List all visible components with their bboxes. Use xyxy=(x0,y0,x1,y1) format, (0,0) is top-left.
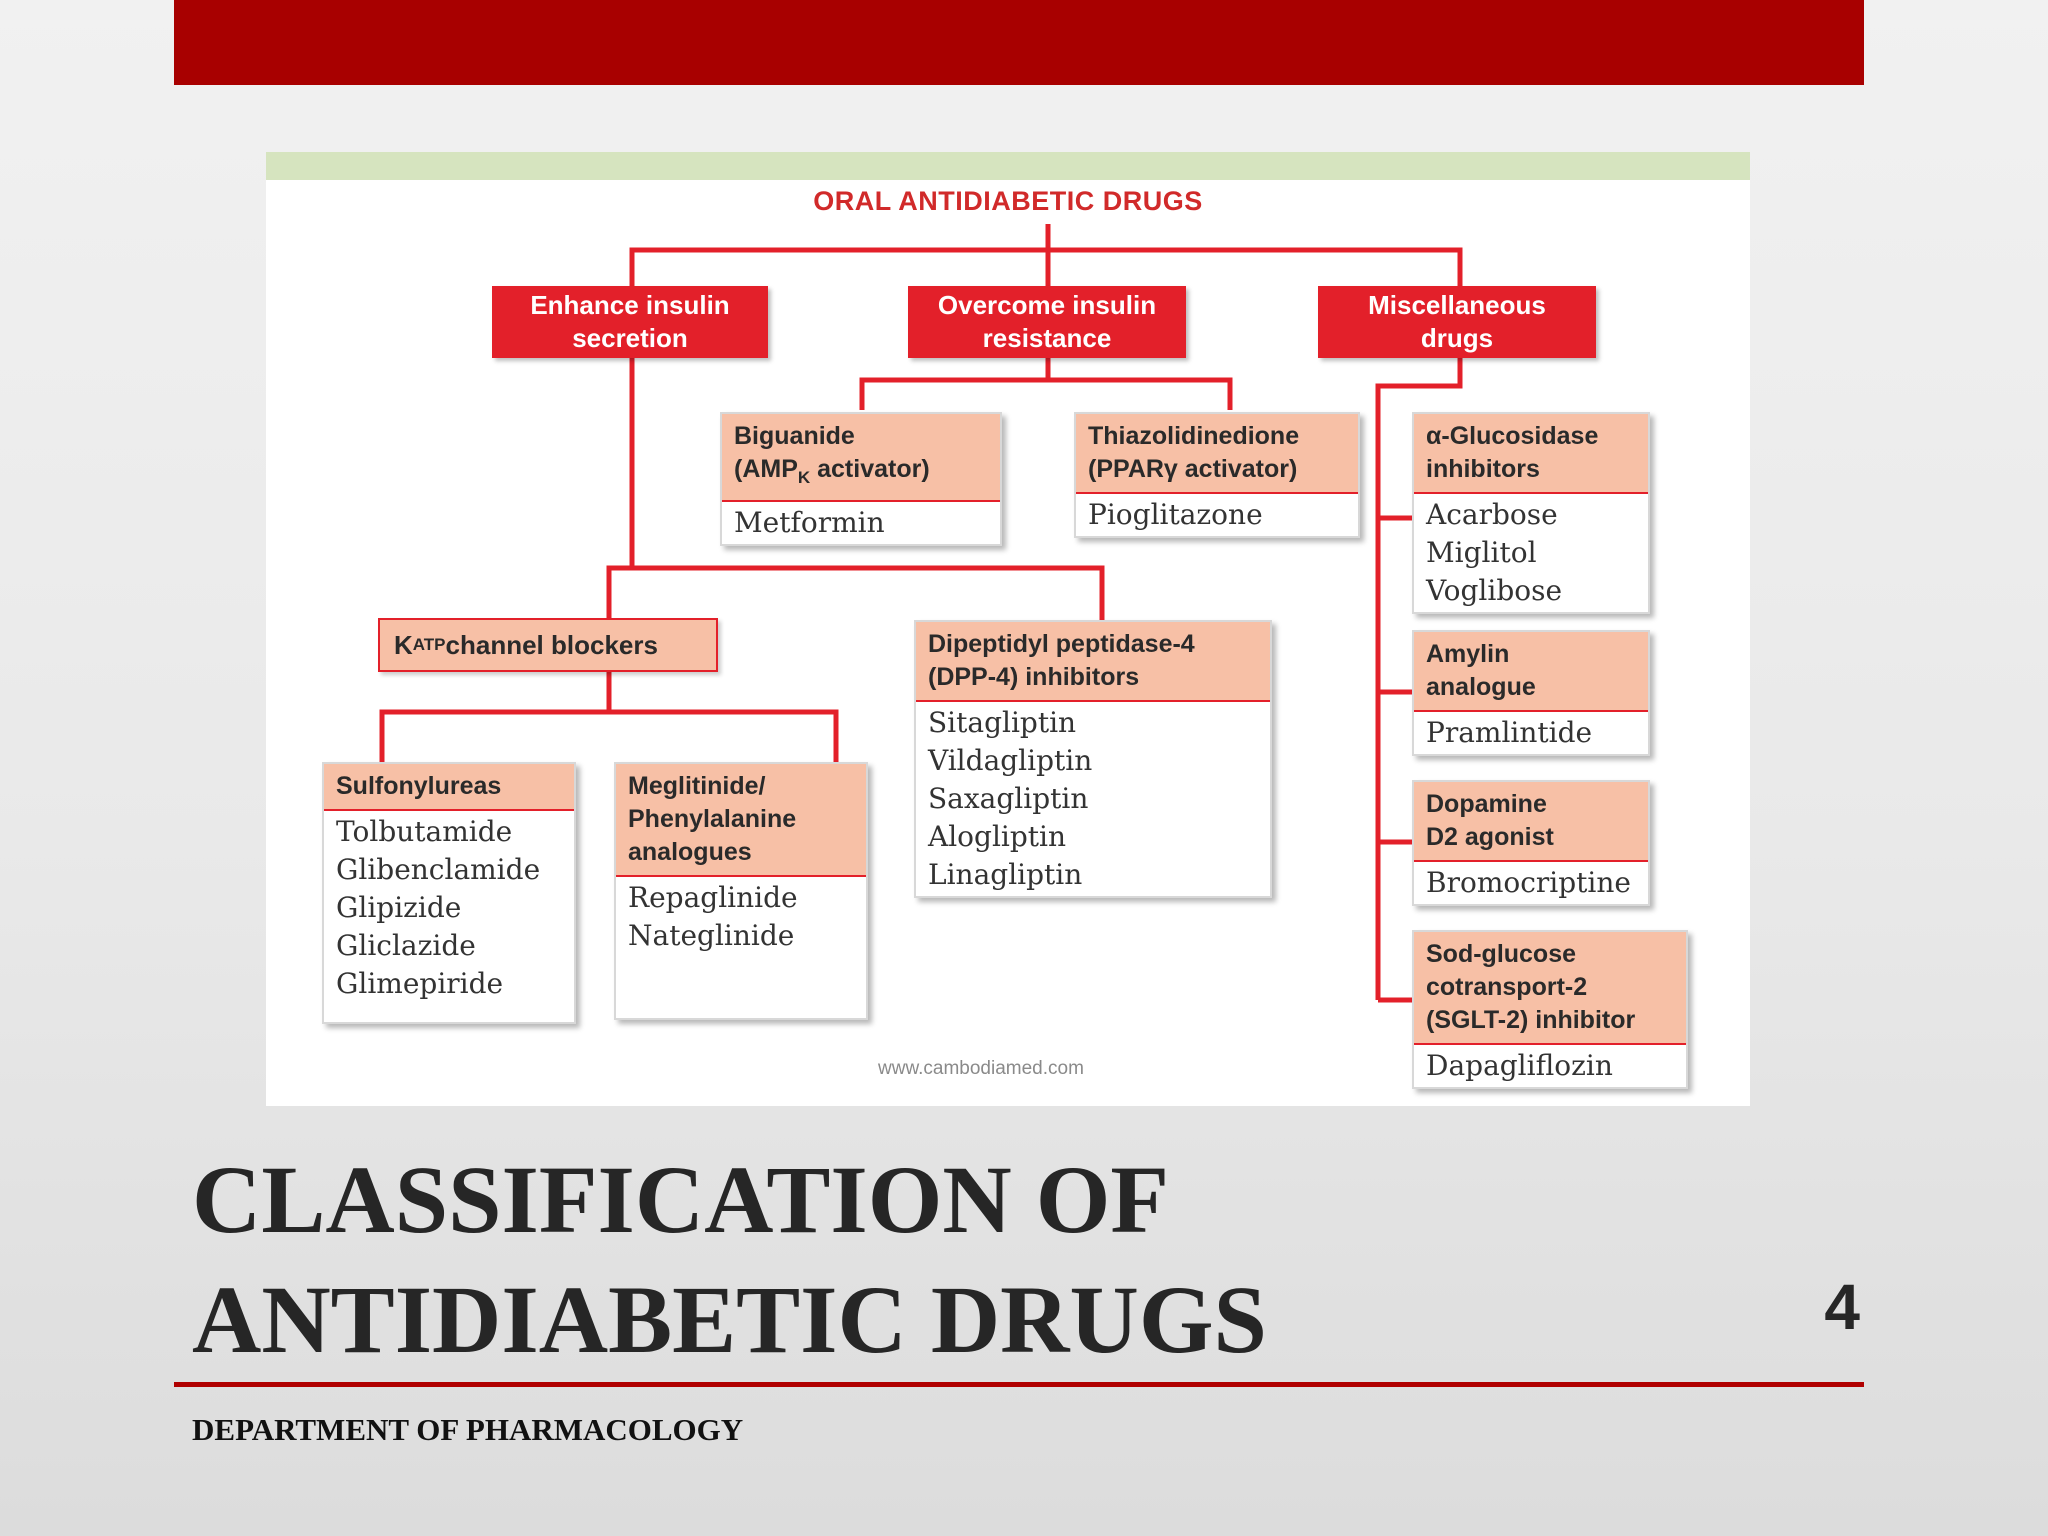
amylin-analogue-box: Amylin analogue Pramlintide xyxy=(1412,630,1650,756)
connector-resistance xyxy=(859,358,1233,410)
footer-department: DEPARTMENT OF PHARMACOLOGY xyxy=(192,1412,744,1447)
drug-item: Tolbutamide xyxy=(336,815,513,848)
header-line: (SGLT-2) inhibitor xyxy=(1426,1006,1636,1034)
header-line: Meglitinide/ xyxy=(628,772,766,800)
drug-item: Saxagliptin xyxy=(928,782,1089,815)
drug-item: Vildagliptin xyxy=(928,744,1093,777)
slide-title: CLASSIFICATION OF ANTIDIABETIC DRUGS xyxy=(192,1140,1267,1380)
header-line: inhibitors xyxy=(1426,455,1540,483)
header-line: cotransport-2 xyxy=(1426,973,1588,1001)
drug-item: Gliclazide xyxy=(336,929,476,962)
drug-item: Sitagliptin xyxy=(928,706,1077,739)
header-line: (PPARγ activator) xyxy=(1088,455,1298,483)
drug-item: Pioglitazone xyxy=(1088,498,1263,531)
header-text: activator) xyxy=(810,455,930,483)
dopamine-drug-list: Bromocriptine xyxy=(1414,862,1648,904)
drug-item: Acarbose xyxy=(1426,498,1558,531)
drug-item: Glimepiride xyxy=(336,967,504,1000)
connector-misc xyxy=(1375,358,1463,1003)
header-line: Biguanide xyxy=(734,422,855,450)
dopamine-d2-agonist-box: Dopamine D2 agonist Bromocriptine xyxy=(1412,780,1650,906)
drug-item: Glipizide xyxy=(336,891,462,924)
header-line: D2 agonist xyxy=(1426,823,1554,851)
header-line: (AMPK activator) xyxy=(734,453,988,494)
sulfonylureas-box: Sulfonylureas Tolbutamide Glibenclamide … xyxy=(322,762,576,1024)
drug-item: Miglitol xyxy=(1426,536,1537,569)
sglt2-header: Sod-glucose cotransport-2 (SGLT-2) inhib… xyxy=(1414,932,1686,1045)
sglt2-drug-list: Dapagliflozin xyxy=(1414,1045,1686,1087)
alpha-glucosidase-header: α-Glucosidase inhibitors xyxy=(1414,414,1648,494)
header-line: Phenylalanine xyxy=(628,805,797,833)
drug-item: Voglibose xyxy=(1426,574,1563,607)
header-line: (DPP-4) inhibitors xyxy=(928,663,1140,691)
meglitinide-header: Meglitinide/ Phenylalanine analogues xyxy=(616,764,866,877)
sulfonylureas-header: Sulfonylureas xyxy=(324,764,574,811)
drug-item: Nateglinide xyxy=(628,919,795,952)
meglitinide-drug-list: Repaglinide Nateglinide xyxy=(616,877,866,957)
drug-item: Glibenclamide xyxy=(336,853,541,886)
header-line: α-Glucosidase xyxy=(1426,422,1599,450)
source-watermark: www.cambodiamed.com xyxy=(878,1058,1084,1079)
header-line: analogues xyxy=(628,838,752,866)
connector-secretion xyxy=(606,358,1105,622)
connector-lines xyxy=(379,224,1463,1003)
amylin-header: Amylin analogue xyxy=(1414,632,1648,712)
header-subscript: K xyxy=(797,468,811,487)
connector-katp xyxy=(379,672,839,764)
biguanide-drug-list: Metformin xyxy=(722,502,1000,544)
diagram-title: ORAL ANTIDIABETIC DRUGS xyxy=(813,186,1203,216)
amylin-drug-list: Pramlintide xyxy=(1414,712,1648,754)
header-line: Amylin xyxy=(1426,640,1510,668)
label-subscript: ATP xyxy=(412,635,446,654)
category-line: drugs xyxy=(1420,323,1494,353)
drug-item: Metformin xyxy=(734,506,885,539)
figure-top-strip xyxy=(266,152,1750,180)
alpha-glucosidase-drug-list: Acarbose Miglitol Voglibose xyxy=(1414,494,1648,612)
dopamine-header: Dopamine D2 agonist xyxy=(1414,782,1648,862)
thiazolidinedione-box: Thiazolidinedione (PPARγ activator) Piog… xyxy=(1074,412,1360,538)
drug-item: Repaglinide xyxy=(628,881,798,914)
thiazolidinedione-header: Thiazolidinedione (PPARγ activator) xyxy=(1076,414,1358,494)
header-text: (AMP xyxy=(734,455,798,483)
category-line: Overcome insulin xyxy=(937,290,1157,320)
header-line: Thiazolidinedione xyxy=(1088,422,1300,450)
biguanide-box: Biguanide (AMPK activator) Metformin xyxy=(720,412,1002,546)
drug-item: Linagliptin xyxy=(928,858,1083,891)
thiazolidinedione-drug-list: Pioglitazone xyxy=(1076,494,1358,536)
header-line: Sod-glucose xyxy=(1426,940,1577,968)
label-text: K xyxy=(394,629,413,660)
slide-title-line: ANTIDIABETIC DRUGS xyxy=(192,1266,1267,1373)
category-line: secretion xyxy=(572,323,688,353)
meglitinide-box: Meglitinide/ Phenylalanine analogues Rep… xyxy=(614,762,868,1020)
header-line: analogue xyxy=(1426,673,1536,701)
header-line: Sulfonylureas xyxy=(336,772,502,800)
biguanide-header: Biguanide (AMPK activator) xyxy=(722,414,1000,502)
category-line: resistance xyxy=(982,323,1112,353)
dpp4-header: Dipeptidyl peptidase-4 (DPP-4) inhibitor… xyxy=(916,622,1270,702)
alpha-glucosidase-box: α-Glucosidase inhibitors Acarbose Miglit… xyxy=(1412,412,1650,614)
slide-number: 4 xyxy=(1824,1271,1860,1343)
header-line: Dipeptidyl peptidase-4 xyxy=(928,630,1195,658)
divider-rule xyxy=(174,1382,1864,1387)
drug-item: Pramlintide xyxy=(1426,716,1593,749)
drug-item: Dapagliflozin xyxy=(1426,1049,1613,1082)
sulfonylureas-drug-list: Tolbutamide Glibenclamide Glipizide Glic… xyxy=(324,811,574,1005)
header-line: Dopamine xyxy=(1426,790,1547,818)
slide-title-line: CLASSIFICATION OF xyxy=(192,1146,1170,1253)
connector-root xyxy=(629,224,1463,286)
category-line: Enhance insulin xyxy=(530,290,730,320)
drug-item: Alogliptin xyxy=(928,820,1067,853)
top-accent-bar xyxy=(174,0,1864,85)
dpp4-inhibitors-box: Dipeptidyl peptidase-4 (DPP-4) inhibitor… xyxy=(914,620,1272,898)
dpp4-drug-list: Sitagliptin Vildagliptin Saxagliptin Alo… xyxy=(916,702,1270,896)
sglt2-inhibitor-box: Sod-glucose cotransport-2 (SGLT-2) inhib… xyxy=(1412,930,1688,1089)
category-line: Miscellaneous xyxy=(1368,290,1546,320)
label-text: channel blockers xyxy=(445,629,658,660)
drug-item: Bromocriptine xyxy=(1426,866,1631,899)
